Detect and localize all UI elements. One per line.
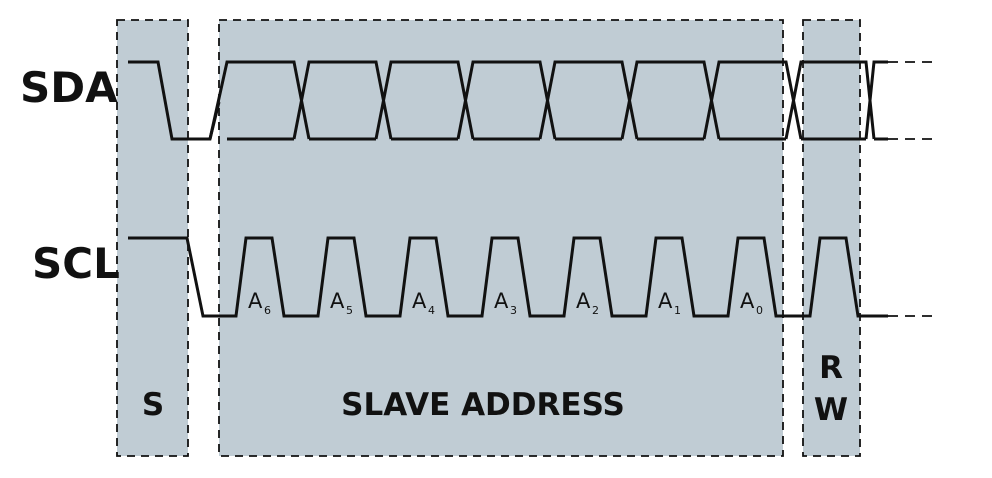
- scl-label: SCL: [32, 239, 120, 288]
- bit-letter: A: [330, 289, 345, 313]
- rw-top-label: R: [819, 350, 843, 386]
- sections: [116, 19, 861, 457]
- bit-letter: A: [658, 289, 673, 313]
- bit-label-a6: A 6: [248, 289, 271, 317]
- bit-label-a5: A 5: [330, 289, 353, 317]
- bit-letter: A: [740, 289, 755, 313]
- bit-subscript: 6: [264, 304, 271, 317]
- bit-subscript: 0: [756, 304, 763, 317]
- bit-letter: A: [576, 289, 591, 313]
- scl-clock-line: [128, 236, 888, 318]
- rw-bottom-label: W: [814, 392, 848, 428]
- bit-letter: A: [412, 289, 427, 313]
- bit-label-a4: A 4: [412, 289, 435, 317]
- bit-subscript: 2: [592, 304, 599, 317]
- bit-labels: A 6 A 5 A 4 A 3 A 2 A 1 A 0: [248, 289, 763, 317]
- bit-label-a2: A 2: [576, 289, 599, 317]
- sda-data-upper: [208, 60, 876, 140]
- sda-waveform: [128, 60, 938, 141]
- sda-end-transition: [864, 60, 888, 141]
- scl-waveform: [128, 236, 938, 318]
- bit-subscript: 3: [510, 304, 517, 317]
- section-labels: S SLAVE ADDRESS R W: [142, 350, 848, 428]
- bit-label-a1: A 1: [658, 289, 681, 317]
- bit-subscript: 1: [674, 304, 681, 317]
- slave-address-label: SLAVE ADDRESS: [341, 387, 625, 423]
- bit-letter: A: [494, 289, 509, 313]
- bit-subscript: 4: [428, 304, 435, 317]
- bit-letter: A: [248, 289, 263, 313]
- start-label: S: [142, 387, 164, 423]
- signal-labels: SDA SCL: [20, 63, 120, 288]
- bit-label-a3: A 3: [494, 289, 517, 317]
- bit-subscript: 5: [346, 304, 353, 317]
- bit-label-a0: A 0: [740, 289, 763, 317]
- sda-label: SDA: [20, 63, 118, 112]
